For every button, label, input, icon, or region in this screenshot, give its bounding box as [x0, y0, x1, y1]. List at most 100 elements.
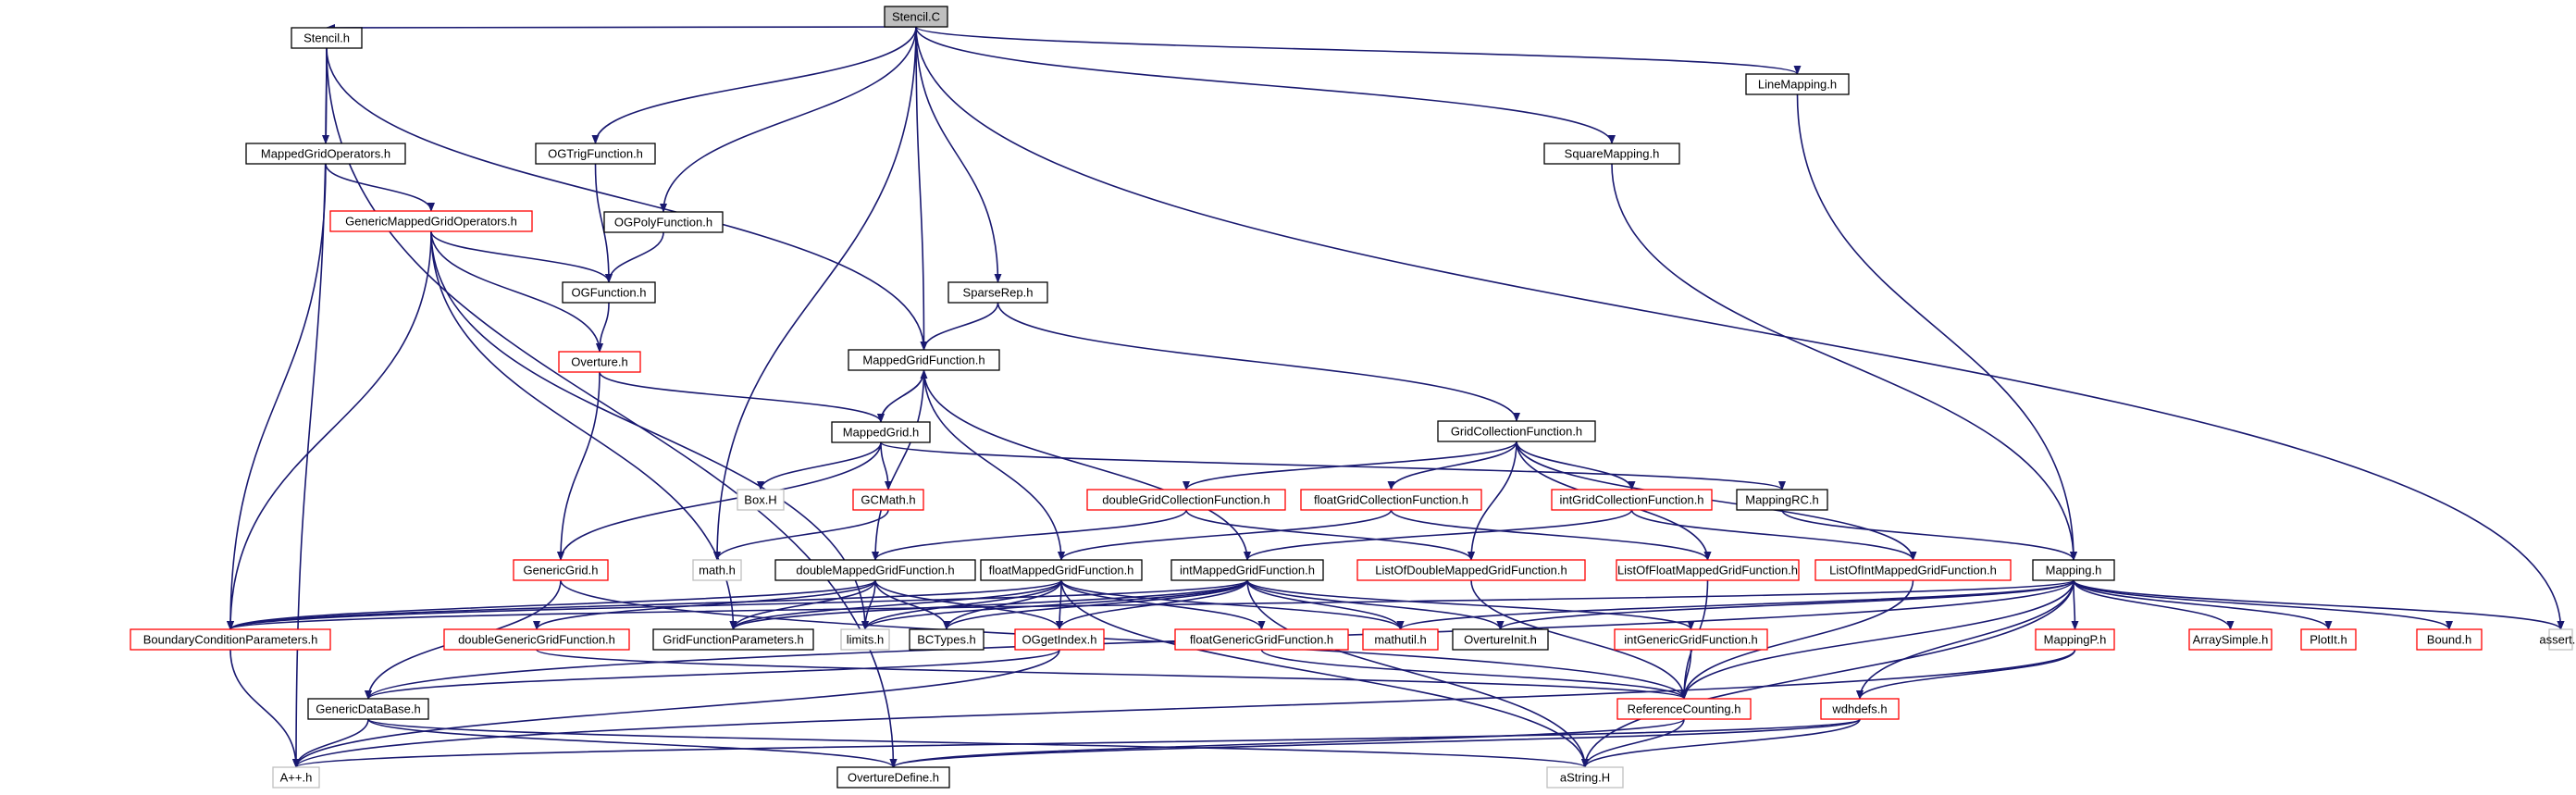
node-dmgf[interactable]: doubleMappedGridFunction.h: [774, 559, 976, 581]
node-stencilH[interactable]: Stencil.h: [291, 27, 363, 49]
node-dgcf[interactable]: doubleGridCollectionFunction.h: [1086, 489, 1286, 511]
node-ogget[interactable]: OGgetIndex.h: [1014, 628, 1105, 651]
node-box: [272, 766, 320, 789]
node-overture[interactable]: Overture.h: [558, 351, 641, 373]
edge-stencilC-to-linemap: [915, 26, 1802, 75]
node-arraysimple[interactable]: ArraySimple.h: [2188, 628, 2273, 651]
node-mappingrc[interactable]: MappingRC.h: [1736, 489, 1828, 511]
edge-mappingh-to-bound: [2073, 579, 2453, 630]
edge-dgcf-to-dmgf: [872, 509, 1187, 561]
node-fgcf[interactable]: floatGridCollectionFunction.h: [1300, 489, 1482, 511]
node-box: [1452, 628, 1549, 651]
node-sparserep[interactable]: SparseRep.h: [947, 281, 1048, 304]
node-lofmgf[interactable]: ListOfFloatMappedGridFunction.h: [1616, 559, 1800, 581]
node-gcf[interactable]: GridCollectionFunction.h: [1437, 420, 1596, 442]
node-label: OGFunction.h: [572, 286, 647, 300]
node-label: GenericGrid.h: [524, 564, 599, 578]
node-mathh[interactable]: math.h: [692, 559, 742, 581]
node-mgf[interactable]: MappedGridFunction.h: [848, 349, 1000, 371]
node-label: limits.h: [847, 633, 884, 647]
node-box: [1736, 489, 1828, 511]
edge-mg-to-boxH: [757, 441, 882, 491]
node-box: [1170, 559, 1324, 581]
node-label: GenericMappedGridOperators.h: [345, 215, 517, 229]
edge-stencilH-to-mgf: [326, 47, 928, 351]
node-box: [947, 281, 1048, 304]
node-label: intGridCollectionFunction.h: [1559, 493, 1703, 507]
node-box: [329, 210, 533, 232]
node-box: [909, 628, 985, 651]
edge-gendb-to-astring: [367, 718, 1589, 768]
edge-mgops-to-genmgops: [325, 163, 435, 212]
node-fggf[interactable]: floatGenericGridFunction.h: [1174, 628, 1349, 651]
node-label: ReferenceCounting.h: [1628, 702, 1741, 716]
edge-gcmath-to-mathh: [713, 509, 889, 561]
node-box: [1362, 628, 1439, 651]
node-label: Stencil.C: [892, 10, 940, 24]
edge-stencilC-to-squaremap: [915, 26, 1616, 144]
node-mathutil[interactable]: mathutil.h: [1362, 628, 1439, 651]
node-box: [831, 421, 931, 443]
node-box: [291, 27, 363, 49]
node-bound[interactable]: Bound.h: [2416, 628, 2483, 651]
node-label: ListOfFloatMappedGridFunction.h: [1617, 564, 1798, 578]
node-genmgops[interactable]: GenericMappedGridOperators.h: [329, 210, 533, 232]
node-mappingP[interactable]: MappingP.h: [2035, 628, 2115, 651]
node-mgops[interactable]: MappedGridOperators.h: [245, 143, 406, 165]
node-bctypes[interactable]: BCTypes.h: [909, 628, 985, 651]
node-refcount[interactable]: ReferenceCounting.h: [1616, 698, 1752, 720]
node-wdhdefs[interactable]: wdhdefs.h: [1820, 698, 1900, 720]
node-dggf[interactable]: doubleGenericGridFunction.h: [443, 628, 630, 651]
node-imgf[interactable]: intMappedGridFunction.h: [1170, 559, 1324, 581]
node-label: mathutil.h: [1374, 633, 1426, 647]
node-genericgrid[interactable]: GenericGrid.h: [513, 559, 609, 581]
node-bcp[interactable]: BoundaryConditionParameters.h: [130, 628, 331, 651]
node-label: assert.h: [2539, 633, 2576, 647]
node-ogfunc[interactable]: OGFunction.h: [562, 281, 656, 304]
edge-dmgf-to-gfp: [729, 579, 876, 630]
node-mappingh[interactable]: Mapping.h: [2032, 559, 2115, 581]
node-iggf[interactable]: intGenericGridFunction.h: [1614, 628, 1768, 651]
node-label: intMappedGridFunction.h: [1180, 564, 1315, 578]
edge-gendb-to-ovdefine: [367, 718, 898, 768]
node-plotit[interactable]: PlotIt.h: [2300, 628, 2357, 651]
node-gfp[interactable]: GridFunctionParameters.h: [652, 628, 814, 651]
node-label: BCTypes.h: [917, 633, 976, 647]
edge-mg-to-mappingrc: [880, 441, 1786, 491]
node-astring[interactable]: aString.H: [1546, 766, 1624, 789]
edge-stencilC-to-assert: [915, 26, 2565, 630]
node-box: [848, 349, 1000, 371]
node-boxH[interactable]: Box.H: [737, 489, 785, 511]
node-gcmath[interactable]: GCMath.h: [852, 489, 924, 511]
edge-fgcf-to-fmgf: [1058, 509, 1393, 561]
node-box: [1437, 420, 1596, 442]
node-linemap[interactable]: LineMapping.h: [1745, 73, 1850, 95]
node-app[interactable]: A++.h: [272, 766, 320, 789]
node-ogpoly[interactable]: OGPolyFunction.h: [603, 211, 724, 233]
node-gendb[interactable]: GenericDataBase.h: [307, 698, 429, 720]
node-fmgf[interactable]: floatMappedGridFunction.h: [980, 559, 1143, 581]
node-lodmgf[interactable]: ListOfDoubleMappedGridFunction.h: [1356, 559, 1586, 581]
edge-mg-to-gcmath: [880, 441, 892, 491]
node-box: [1300, 489, 1482, 511]
node-label: ListOfDoubleMappedGridFunction.h: [1375, 564, 1567, 578]
node-limits[interactable]: limits.h: [840, 628, 890, 651]
node-box: [603, 211, 724, 233]
edge-loimgf-to-refcount: [1680, 579, 1914, 700]
node-stencilC[interactable]: Stencil.C: [884, 6, 948, 28]
node-box: [535, 143, 656, 165]
node-igcf[interactable]: intGridCollectionFunction.h: [1551, 489, 1713, 511]
node-loimgf[interactable]: ListOfIntMappedGridFunction.h: [1814, 559, 2012, 581]
node-mg[interactable]: MappedGrid.h: [831, 421, 931, 443]
node-ogtrig[interactable]: OGTrigFunction.h: [535, 143, 656, 165]
node-squaremap[interactable]: SquareMapping.h: [1543, 143, 1680, 165]
node-ovinit[interactable]: OvertureInit.h: [1452, 628, 1549, 651]
node-label: LineMapping.h: [1758, 78, 1837, 92]
node-box: [2032, 559, 2115, 581]
edge-linemap-to-mappingh: [1796, 93, 2077, 561]
node-box: [513, 559, 609, 581]
node-ovdefine[interactable]: OvertureDefine.h: [836, 766, 950, 789]
node-label: intGenericGridFunction.h: [1624, 633, 1758, 647]
edge-genmgops-to-limits: [430, 230, 869, 630]
node-assert[interactable]: assert.h: [2539, 628, 2576, 651]
